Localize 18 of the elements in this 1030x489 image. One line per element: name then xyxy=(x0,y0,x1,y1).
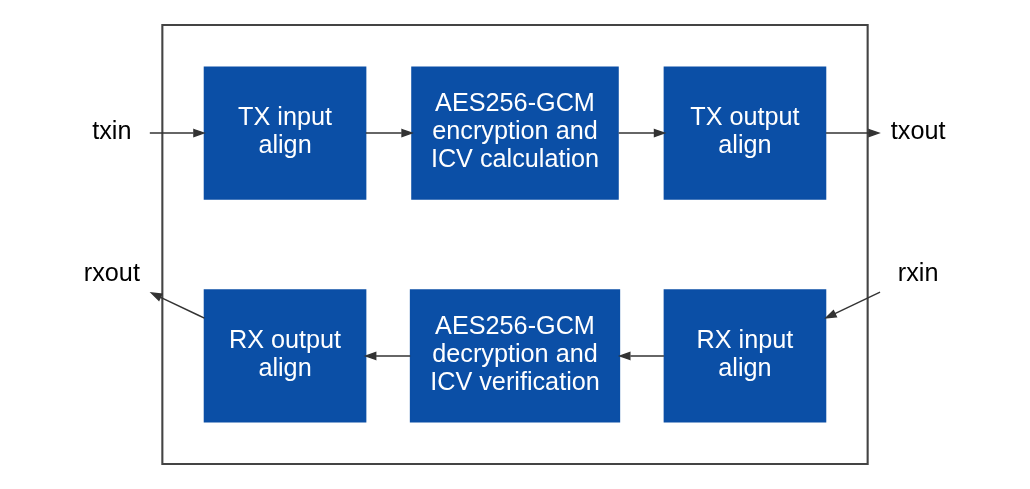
arrow xyxy=(149,128,206,138)
node-text: rxout xyxy=(83,257,140,286)
node-box: AES256-GCM encryption and ICV calculation xyxy=(411,66,619,200)
arrow xyxy=(149,292,206,319)
node-box: RX input align xyxy=(663,289,827,423)
arrow xyxy=(824,291,881,319)
node-box: TX input align xyxy=(203,66,367,200)
node-text: txout xyxy=(890,116,946,145)
arrow xyxy=(825,128,881,138)
node-text: rxin xyxy=(897,257,939,286)
node-text: txin xyxy=(92,116,132,145)
node-box: TX output align xyxy=(663,66,827,200)
arrow xyxy=(617,128,667,138)
node-box: AES256-GCM decryption and ICV verification xyxy=(409,289,621,423)
arrow xyxy=(617,351,665,361)
node-box: RX output align xyxy=(203,289,367,423)
arrow xyxy=(363,351,411,361)
arrow xyxy=(365,128,414,138)
